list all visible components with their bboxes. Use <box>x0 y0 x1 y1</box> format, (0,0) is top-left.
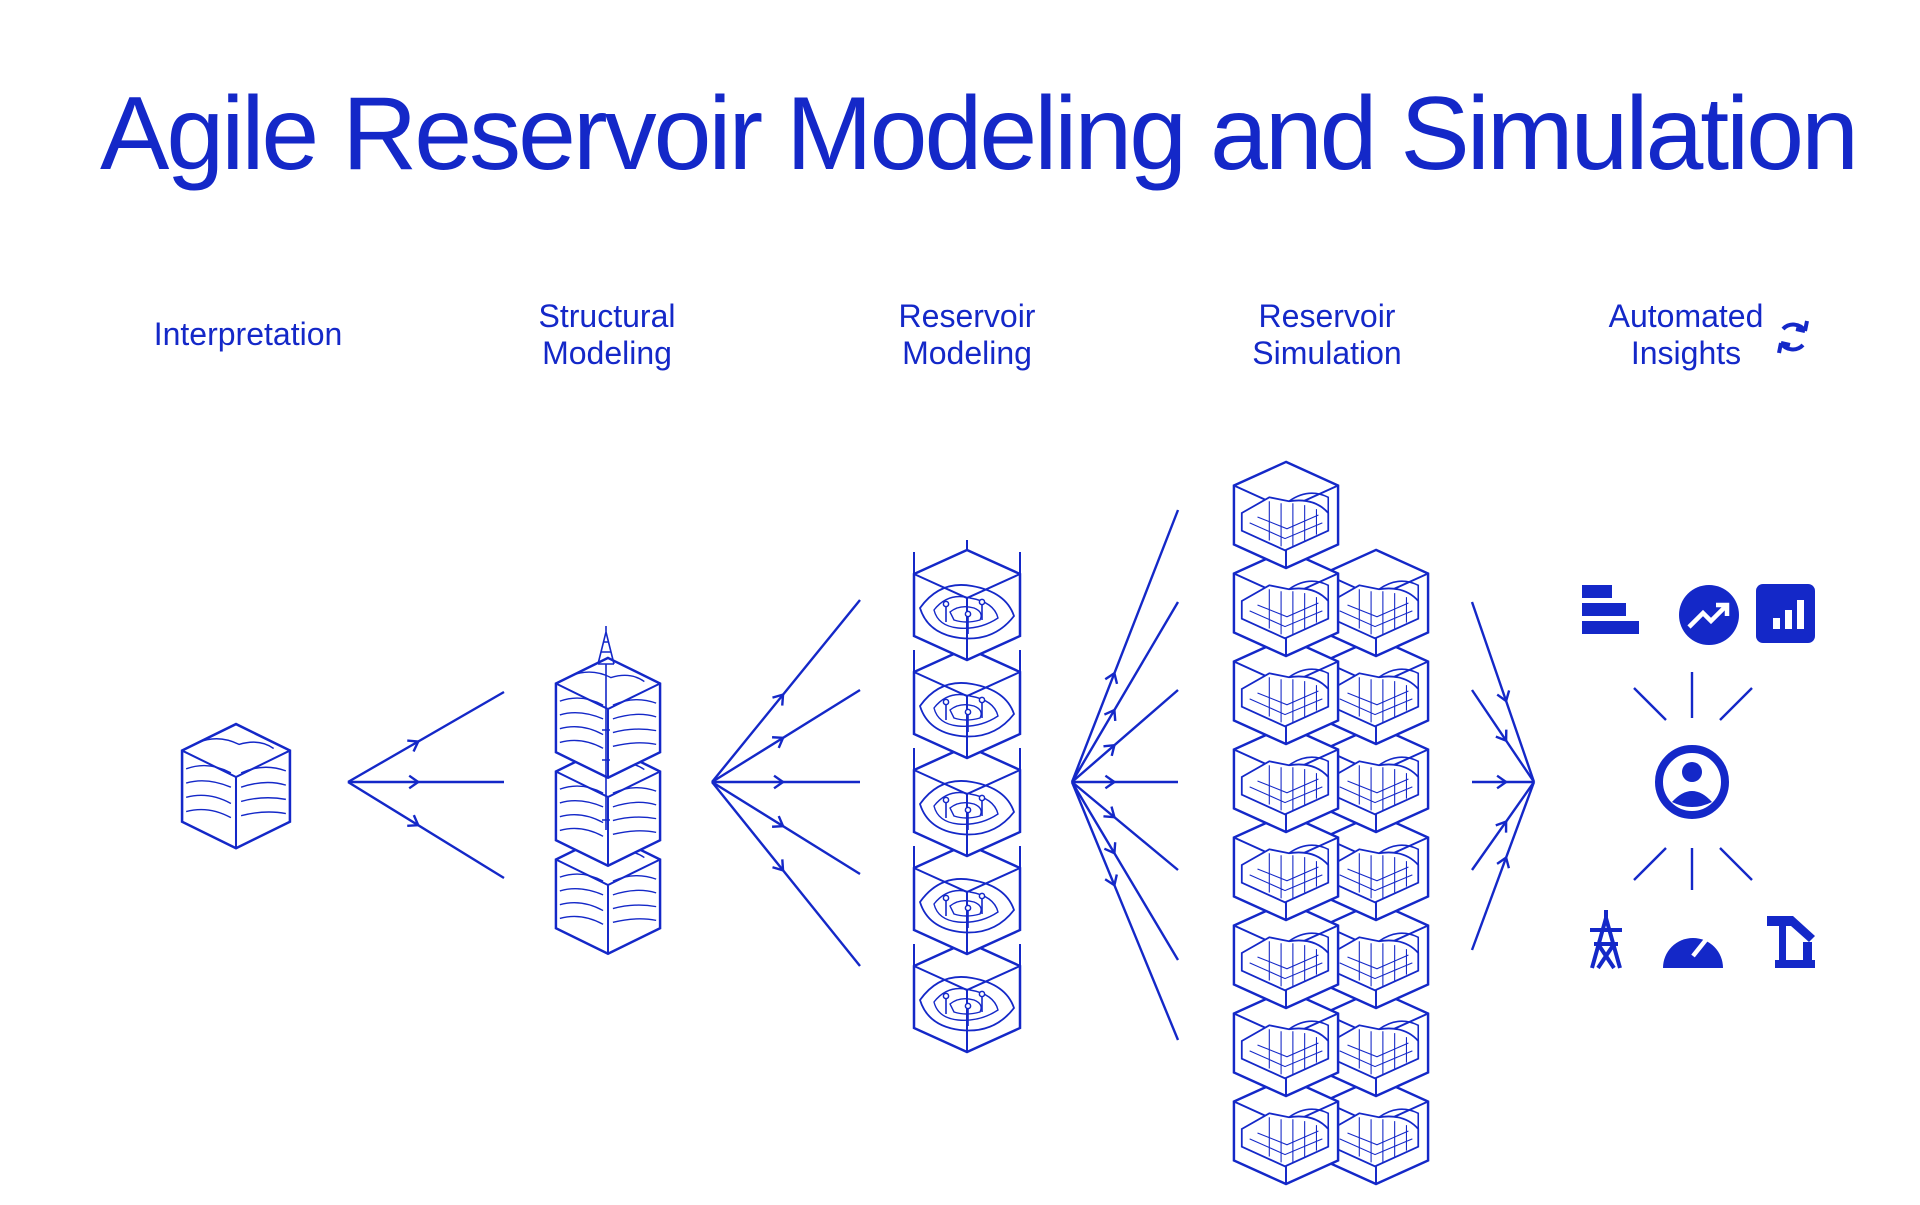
flow-arrow-line <box>1471 689 1535 783</box>
simulation-cube-icon <box>1232 460 1340 570</box>
stage-label-line: Modeling <box>542 335 672 371</box>
reservoir-modeling-stack <box>912 538 1022 1054</box>
flow-arrow-line <box>1070 781 1180 961</box>
stage-label-line: Interpretation <box>153 316 343 352</box>
arrowhead-icon <box>1496 855 1511 869</box>
stage-label-line: Structural <box>538 298 676 334</box>
simulation-cube-icon <box>1322 548 1430 658</box>
flow-arrow-line <box>1470 601 1536 783</box>
flow-arrow-line <box>347 780 505 880</box>
trending-up-icon <box>1679 585 1739 645</box>
structural-modeling-stack <box>554 626 662 956</box>
flow-arrow-line <box>1071 689 1179 783</box>
stage-label-reservoir-modeling: Reservoir Modeling <box>817 298 1117 372</box>
stage-label-line: Automated <box>1608 298 1764 334</box>
flow-arrow-line <box>711 780 861 876</box>
interpretation-cube-icon <box>180 722 292 850</box>
reservoir-model-cube-icon <box>912 538 1022 662</box>
flow-arrow-line <box>347 690 505 784</box>
stage-label-reservoir-simulation: Reservoir Simulation <box>1177 298 1477 372</box>
arrowhead-icon <box>1496 690 1511 703</box>
arrowhead-icon <box>772 859 785 872</box>
stage-label-interpretation: Interpretation <box>98 316 398 353</box>
horizontal-bar-chart-icon <box>1582 585 1639 634</box>
arrowhead-icon <box>772 736 785 749</box>
arrowhead-icon <box>408 774 421 790</box>
arrowhead-icon <box>1103 842 1117 855</box>
arrowhead-icon <box>1496 774 1509 790</box>
flow-arrow-line <box>1071 781 1179 871</box>
flow-arrow-line <box>711 781 861 967</box>
arrowhead-icon <box>772 693 785 706</box>
arrowhead-icon <box>1495 729 1508 743</box>
arrowhead-icon <box>1103 806 1117 819</box>
flow-arrow-line <box>1070 781 1180 1041</box>
stage-label-line: Reservoir <box>898 298 1036 334</box>
arrowhead-icon <box>1104 874 1118 888</box>
flow-arrow-line <box>711 688 861 784</box>
gauge-icon <box>1663 934 1723 968</box>
bar-chart-icon <box>1756 584 1815 643</box>
insight-rays <box>1633 672 1753 890</box>
stage-label-line: Simulation <box>1252 335 1402 371</box>
stage-label-line: Reservoir <box>1258 298 1396 334</box>
flow-arrow-line <box>1471 781 1535 871</box>
arrowhead-icon <box>772 815 785 828</box>
user-profile-icon <box>1655 745 1729 819</box>
stage-label-line: Insights <box>1630 335 1742 371</box>
flow-arrow-line <box>711 599 861 783</box>
stage-label-line: Modeling <box>902 335 1032 371</box>
power-tower-icon <box>1590 910 1622 970</box>
flow-arrow-line <box>1470 781 1536 951</box>
arrowhead-icon <box>1495 819 1508 833</box>
cycle-arrows-icon <box>1777 320 1809 354</box>
arrowhead-icon <box>1104 671 1119 685</box>
stage-label-automated-insights: Automated Insights <box>1536 298 1836 372</box>
arrowhead-icon <box>1103 708 1117 722</box>
flow-arrows <box>347 509 1536 1041</box>
arrowhead-icon <box>407 739 421 752</box>
flow-arrow-line <box>1070 601 1180 783</box>
arrowhead-icon <box>407 814 420 828</box>
stage-label-structural-modeling: Structural Modeling <box>457 298 757 372</box>
page-title: Agile Reservoir Modeling and Simulation <box>100 76 1859 192</box>
arrowhead-icon <box>1103 743 1116 757</box>
flow-arrow-line <box>1070 509 1180 783</box>
reservoir-simulation-grid <box>1232 460 1430 1186</box>
drilling-rig-icon <box>597 626 615 830</box>
arrowhead-icon <box>773 774 786 790</box>
arrowhead-icon <box>1104 774 1117 790</box>
pumpjack-icon <box>1767 916 1815 968</box>
